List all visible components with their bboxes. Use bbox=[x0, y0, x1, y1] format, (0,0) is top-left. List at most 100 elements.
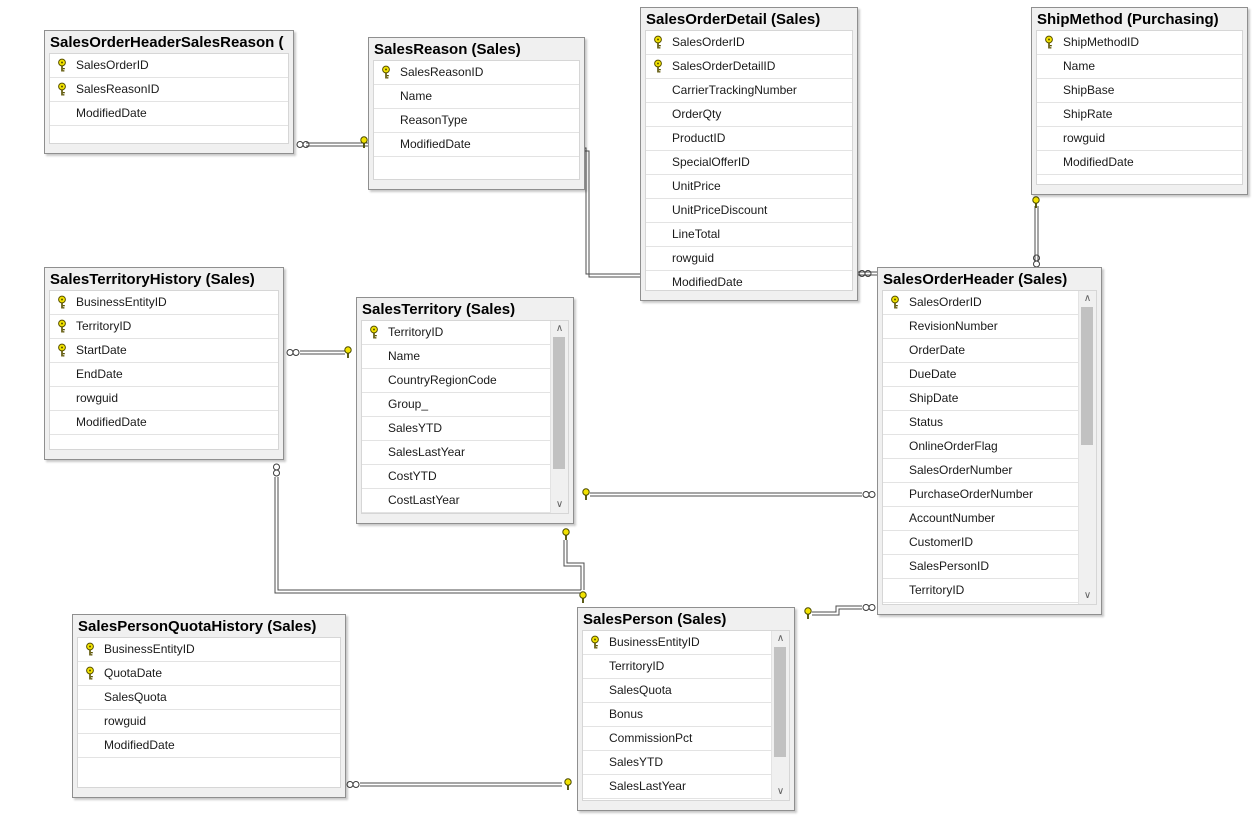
table-title[interactable]: SalesPersonQuotaHistory (Sales) bbox=[78, 618, 317, 635]
column-row[interactable]: EndDate bbox=[50, 363, 278, 387]
column-row[interactable]: ShipDate bbox=[883, 387, 1079, 411]
column-row[interactable]: rowguid bbox=[50, 387, 278, 411]
column-row[interactable]: TerritoryID bbox=[362, 321, 551, 345]
column-row[interactable]: SalesOrderNumber bbox=[883, 459, 1079, 483]
column-row[interactable]: SalesOrderDetailID bbox=[646, 55, 852, 79]
column-row[interactable]: rowguid bbox=[646, 247, 852, 271]
column-row[interactable]: SalesYTD bbox=[362, 417, 551, 441]
vertical-scrollbar[interactable]: ∧∨ bbox=[1078, 291, 1096, 604]
vertical-scrollbar[interactable]: ∧∨ bbox=[771, 631, 789, 800]
column-row[interactable]: ModifiedDate bbox=[374, 133, 579, 157]
table-title[interactable]: SalesOrderHeaderSalesReason ( bbox=[50, 34, 284, 51]
column-row[interactable]: ModifiedDate bbox=[50, 102, 288, 126]
column-row[interactable]: BusinessEntityID bbox=[50, 291, 278, 315]
column-row[interactable]: CustomerID bbox=[883, 531, 1079, 555]
table-title[interactable]: SalesTerritoryHistory (Sales) bbox=[50, 271, 255, 288]
column-row[interactable]: TerritoryID bbox=[583, 655, 772, 679]
column-row[interactable]: SalesQuota bbox=[78, 686, 340, 710]
column-row[interactable]: SalesReasonID bbox=[374, 61, 579, 85]
column-row[interactable]: DueDate bbox=[883, 363, 1079, 387]
table-salesorderheadersalesreason[interactable]: SalesOrderHeaderSalesReason ( SalesOrderI… bbox=[44, 30, 294, 154]
column-row[interactable]: rowguid bbox=[583, 799, 772, 800]
column-row[interactable]: ShipRate bbox=[1037, 103, 1242, 127]
table-title[interactable]: ShipMethod (Purchasing) bbox=[1037, 11, 1219, 28]
column-row[interactable]: OnlineOrderFlag bbox=[883, 435, 1079, 459]
column-row[interactable]: TerritoryID bbox=[883, 579, 1079, 603]
scroll-thumb[interactable] bbox=[774, 647, 786, 757]
scroll-up-icon[interactable]: ∧ bbox=[1083, 293, 1092, 304]
scroll-up-icon[interactable]: ∧ bbox=[555, 323, 564, 334]
scroll-down-icon[interactable]: ∨ bbox=[1083, 590, 1092, 601]
table-salesterritoryhistory[interactable]: SalesTerritoryHistory (Sales) BusinessEnt… bbox=[44, 267, 284, 460]
column-row[interactable]: SalesLastYear bbox=[583, 775, 772, 799]
column-row[interactable]: StartDate bbox=[50, 339, 278, 363]
column-row[interactable]: ShipBase bbox=[1037, 79, 1242, 103]
column-row[interactable]: SalesOrderID bbox=[50, 54, 288, 78]
column-row[interactable]: rowguid bbox=[362, 513, 551, 514]
column-row[interactable]: SalesLastYear bbox=[362, 441, 551, 465]
column-row[interactable]: SalesPersonID bbox=[883, 555, 1079, 579]
table-salespersonquotahistory[interactable]: SalesPersonQuotaHistory (Sales) BusinessE… bbox=[72, 614, 346, 798]
scroll-down-icon[interactable]: ∨ bbox=[555, 499, 564, 510]
column-row[interactable]: SalesOrderID bbox=[883, 291, 1079, 315]
column-row[interactable]: CostLastYear bbox=[362, 489, 551, 513]
column-row[interactable]: BillToAddressID bbox=[883, 603, 1079, 604]
column-row[interactable]: PurchaseOrderNumber bbox=[883, 483, 1079, 507]
scroll-up-icon[interactable]: ∧ bbox=[776, 633, 785, 644]
column-row[interactable]: OrderDate bbox=[883, 339, 1079, 363]
column-row[interactable]: SalesQuota bbox=[583, 679, 772, 703]
column-row[interactable]: ModifiedDate bbox=[1037, 151, 1242, 175]
table-title[interactable]: SalesOrderHeader (Sales) bbox=[883, 271, 1068, 288]
column-row[interactable]: UnitPriceDiscount bbox=[646, 199, 852, 223]
column-row[interactable]: Group_ bbox=[362, 393, 551, 417]
column-row[interactable]: CarrierTrackingNumber bbox=[646, 79, 852, 103]
column-row[interactable]: Name bbox=[362, 345, 551, 369]
column-row[interactable]: rowguid bbox=[1037, 127, 1242, 151]
table-title[interactable]: SalesTerritory (Sales) bbox=[362, 301, 516, 318]
column-row[interactable]: SpecialOfferID bbox=[646, 151, 852, 175]
column-row[interactable]: OrderQty bbox=[646, 103, 852, 127]
column-row[interactable]: Bonus bbox=[583, 703, 772, 727]
column-row[interactable]: TerritoryID bbox=[50, 315, 278, 339]
vertical-scrollbar[interactable]: ∧∨ bbox=[550, 321, 568, 513]
column-row[interactable]: QuotaDate bbox=[78, 662, 340, 686]
column-row[interactable]: ShipMethodID bbox=[1037, 31, 1242, 55]
column-row[interactable]: BusinessEntityID bbox=[583, 631, 772, 655]
column-row[interactable]: SalesReasonID bbox=[50, 78, 288, 102]
table-title[interactable]: SalesPerson (Sales) bbox=[583, 611, 727, 628]
column-row[interactable]: AccountNumber bbox=[883, 507, 1079, 531]
table-title[interactable]: SalesOrderDetail (Sales) bbox=[646, 11, 821, 28]
column-row[interactable]: SalesOrderID bbox=[646, 31, 852, 55]
column-row[interactable]: LineTotal bbox=[646, 223, 852, 247]
column-row[interactable]: ReasonType bbox=[374, 109, 579, 133]
column-row[interactable]: ModifiedDate bbox=[50, 411, 278, 435]
column-row[interactable]: CountryRegionCode bbox=[362, 369, 551, 393]
scroll-thumb[interactable] bbox=[1081, 307, 1093, 445]
scroll-thumb[interactable] bbox=[553, 337, 565, 469]
column-row[interactable]: RevisionNumber bbox=[883, 315, 1079, 339]
column-row[interactable]: ProductID bbox=[646, 127, 852, 151]
column-row[interactable]: Name bbox=[374, 85, 579, 109]
scroll-down-icon[interactable]: ∨ bbox=[776, 786, 785, 797]
column-row[interactable]: CommissionPct bbox=[583, 727, 772, 751]
column-row[interactable]: CostYTD bbox=[362, 465, 551, 489]
column-row[interactable]: BusinessEntityID bbox=[78, 638, 340, 662]
column-row[interactable]: ModifiedDate bbox=[78, 734, 340, 758]
table-title[interactable]: SalesReason (Sales) bbox=[374, 41, 521, 58]
column-row[interactable]: ModifiedDate bbox=[646, 271, 852, 290]
column-row[interactable]: SalesYTD bbox=[583, 751, 772, 775]
